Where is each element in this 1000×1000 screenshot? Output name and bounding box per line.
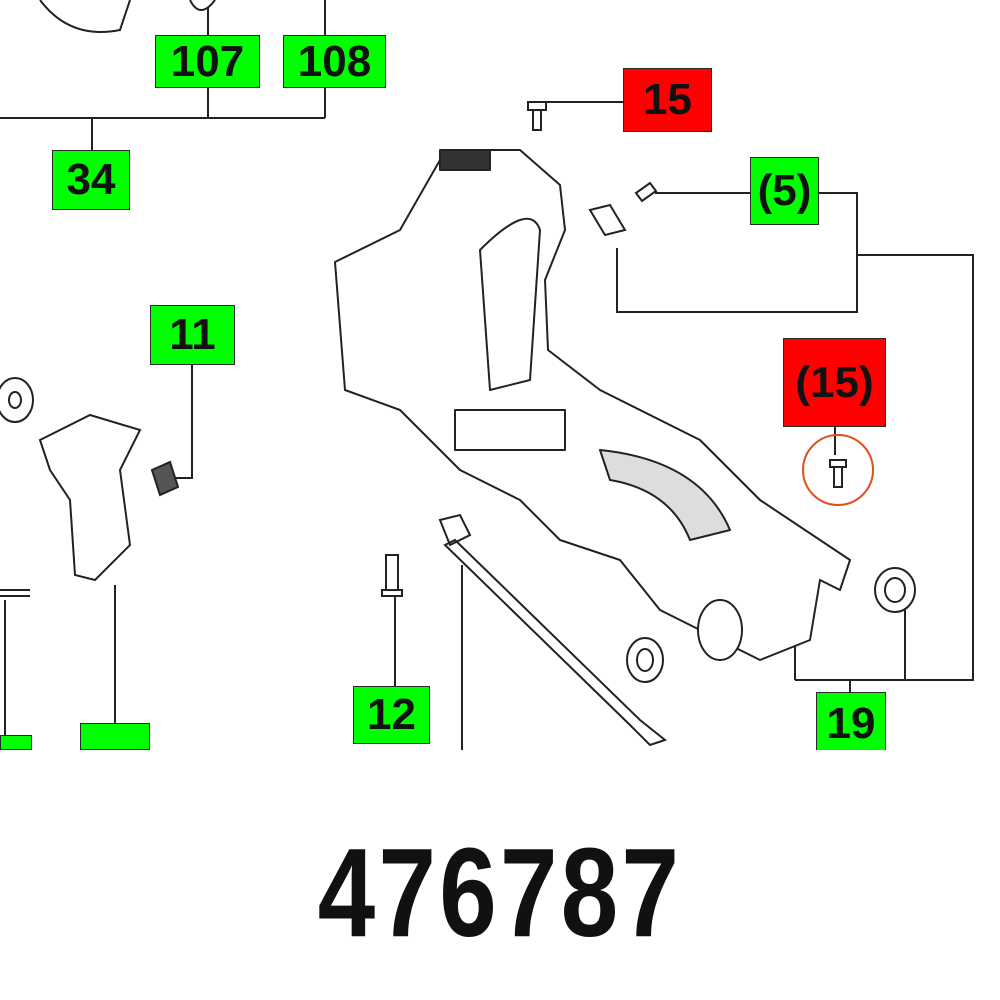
screw-15-paren [829, 459, 847, 488]
callout-15[interactable]: 15 [623, 68, 712, 132]
callout-partial-left[interactable] [0, 735, 32, 750]
callout-5[interactable]: (5) [750, 157, 819, 225]
screw-5 [634, 181, 658, 203]
cable-part [438, 513, 668, 747]
callout-19[interactable]: 19 [816, 692, 886, 752]
housing-part [334, 149, 851, 661]
callout-partial-lever[interactable] [80, 723, 150, 750]
callout-12[interactable]: 12 [353, 686, 430, 744]
callout-108[interactable]: 108 [283, 35, 386, 88]
part-number: 476787 [317, 822, 683, 963]
highlight-circle [802, 434, 874, 506]
lever-part [38, 413, 142, 582]
screw-12 [381, 554, 403, 597]
callout-107[interactable]: 107 [155, 35, 260, 88]
clip-part [588, 203, 627, 237]
bottom-area [0, 750, 1000, 1000]
leader-lines [0, 0, 974, 750]
callout-15-optional[interactable]: (15) [783, 338, 886, 427]
screw-15 [527, 101, 547, 131]
set-screw-11 [150, 460, 180, 497]
callout-11[interactable]: 11 [150, 305, 235, 365]
small-parts [0, 0, 916, 747]
callout-34[interactable]: 34 [52, 150, 130, 210]
